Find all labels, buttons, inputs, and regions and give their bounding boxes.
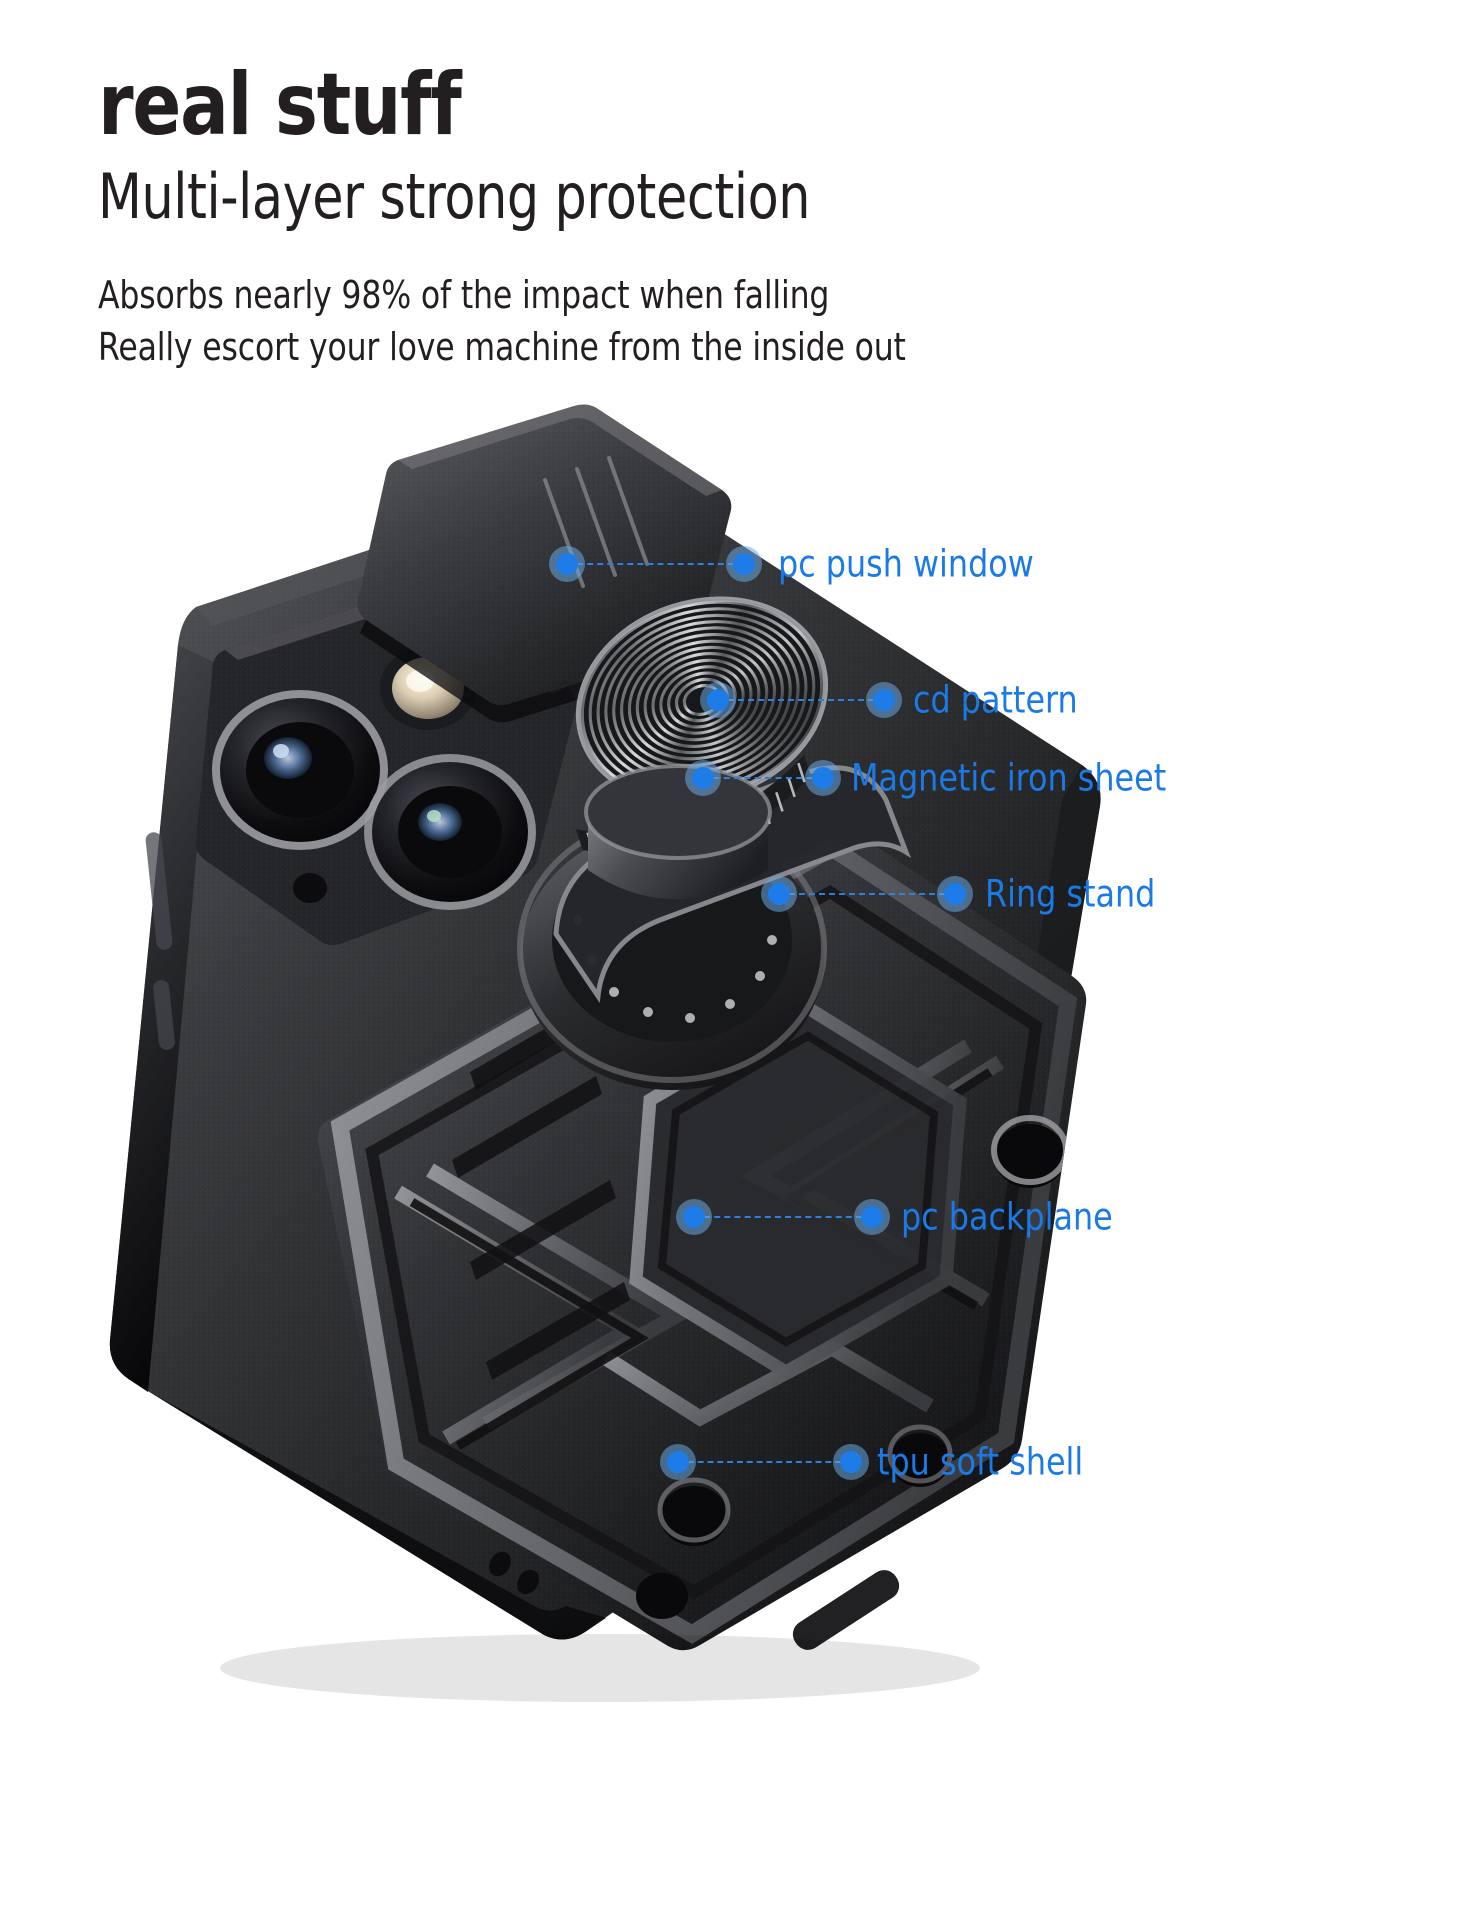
- header-text-block: real stuff Multi-layer strong protection…: [98, 55, 1198, 374]
- callout-label-tpu-soft-shell: tpu soft shell: [877, 1440, 1084, 1484]
- page-title: real stuff: [98, 55, 462, 155]
- callout-label-pc-push-window: pc push window: [778, 542, 1034, 586]
- callout-label-dot-cd-pattern[interactable]: [873, 689, 895, 711]
- callout-label-dot-ring-stand[interactable]: [944, 883, 966, 905]
- callout-leader-line-pc-backplane: [694, 1216, 872, 1218]
- power-button-ridge: [153, 980, 175, 1050]
- description-block: Absorbs nearly 98% of the impact when fa…: [98, 269, 1011, 374]
- product-illustration: [0, 400, 1463, 1920]
- callout-label-ring-stand: Ring stand: [985, 872, 1156, 916]
- camera-lens-main: [212, 690, 388, 850]
- callout-label-dot-pc-backplane[interactable]: [861, 1206, 883, 1228]
- vent-slots: [452, 1020, 630, 1380]
- phone-case-image: [109, 404, 1101, 1702]
- callout-anchor-dot-pc-backplane[interactable]: [683, 1206, 705, 1228]
- callout-label-dot-pc-push-window[interactable]: [733, 553, 755, 575]
- callout-leader-line-magnetic-iron-sheet: [703, 777, 823, 779]
- callout-leader-line-tpu-soft-shell: [678, 1461, 851, 1463]
- callout-anchor-dot-pc-push-window[interactable]: [556, 553, 578, 575]
- mount-holes: [636, 1115, 1069, 1619]
- callout-label-dot-tpu-soft-shell[interactable]: [840, 1451, 862, 1473]
- callout-anchor-dot-magnetic-iron-sheet[interactable]: [692, 767, 714, 789]
- callout-anchor-dot-tpu-soft-shell[interactable]: [667, 1451, 689, 1473]
- page-subtitle: Multi-layer strong protection: [98, 159, 811, 233]
- callout-leader-line-pc-push-window: [567, 563, 744, 565]
- description-line-2: Really escort your love machine from the…: [98, 325, 906, 370]
- bottom-port-cutouts: [489, 1551, 900, 1650]
- ring-stand-assembly: [517, 596, 912, 1090]
- callout-leader-line-ring-stand: [779, 893, 955, 895]
- callout-label-pc-backplane: pc backplane: [901, 1195, 1113, 1239]
- pc-backplane: [317, 831, 1087, 1651]
- description-line-1: Absorbs nearly 98% of the impact when fa…: [98, 272, 830, 317]
- callout-anchor-dot-cd-pattern[interactable]: [707, 689, 729, 711]
- volume-button-ridge: [145, 832, 173, 950]
- callout-leader-line-cd-pattern: [718, 699, 884, 701]
- camera-lens-secondary: [364, 754, 536, 910]
- microphone-hole: [293, 873, 327, 903]
- callout-label-cd-pattern: cd pattern: [913, 678, 1078, 722]
- callout-anchor-dot-ring-stand[interactable]: [768, 883, 790, 905]
- magnet-plate: [584, 764, 772, 899]
- callout-label-dot-magnetic-iron-sheet[interactable]: [812, 767, 834, 789]
- callout-label-magnetic-iron-sheet: Magnetic iron sheet: [851, 756, 1167, 800]
